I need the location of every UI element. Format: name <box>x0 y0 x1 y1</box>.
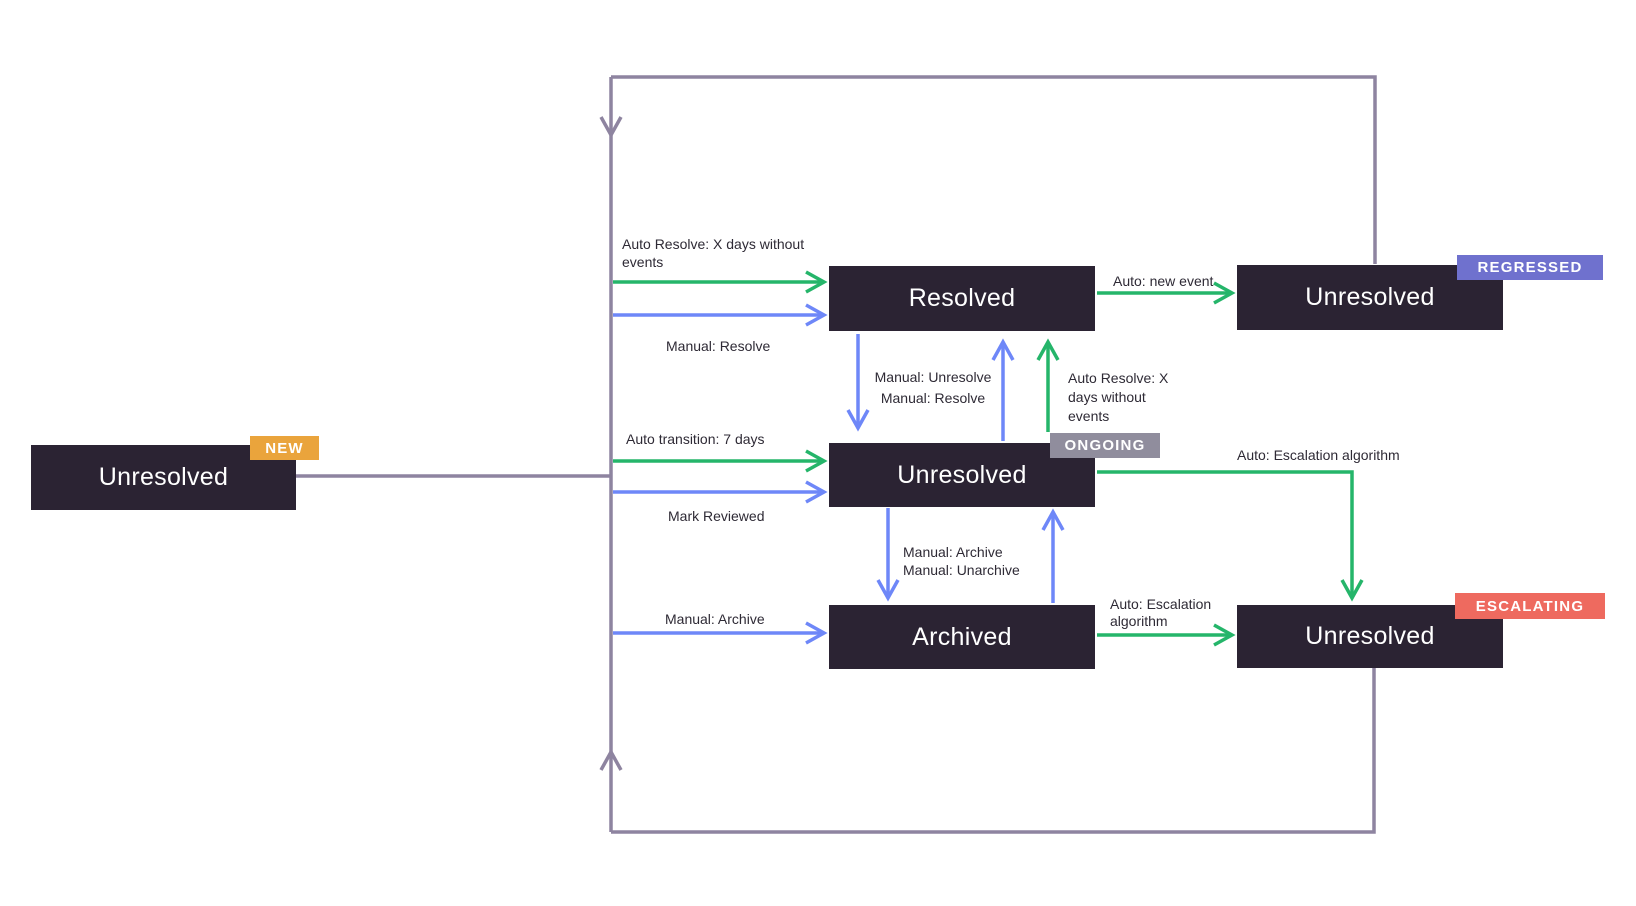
state-resolved-box: Resolved <box>829 266 1095 331</box>
state-archived-box: Archived <box>829 605 1095 669</box>
edge-resolved-to-ongoing-down-arrow-icon <box>846 409 870 432</box>
edge-label-manual-archive-from-bus: Manual: Archive <box>665 611 765 627</box>
edge-label-manual-unresolve-resolve: Manual: Unresolve Manual: Resolve <box>874 369 992 406</box>
badge-ongoing: ONGOING <box>1050 433 1160 458</box>
loop-arrow-up-icon <box>599 748 623 771</box>
state-resolved-label: Resolved <box>908 284 1016 312</box>
edge-label-auto-new-event: Auto: new event <box>1113 273 1214 289</box>
edge-label-manual-archive-unarchive: Manual: Archive Manual: Unarchive <box>903 544 1020 578</box>
edge-bus-to-ongoing-auto-arrow-icon <box>805 449 828 473</box>
edge-bus-to-archived-manual-arrow-icon <box>805 621 828 645</box>
state-escalating-label: Unresolved <box>1305 622 1435 650</box>
edge-bus-to-resolved-manual-arrow-icon <box>805 303 828 327</box>
edge-ongoing-to-resolved-up-arrow-icon <box>991 338 1015 361</box>
state-regressed-label: Unresolved <box>1305 283 1435 311</box>
auto-edges <box>613 270 1364 647</box>
edge-archived-to-ongoing-up-arrow-icon <box>1041 508 1065 531</box>
manual-edges <box>613 303 1065 645</box>
feedback-loop <box>296 75 1377 834</box>
edge-label-auto-resolve-from-ongoing: Auto Resolve: X days without events <box>1068 370 1169 424</box>
badge-regressed: REGRESSED <box>1457 255 1603 280</box>
edge-label-manual-resolve-to-resolved: Manual: Resolve <box>666 338 771 354</box>
badge-new: NEW <box>250 436 319 460</box>
edge-ongoing-to-archived-down-arrow-icon <box>876 579 900 602</box>
state-new-label: Unresolved <box>98 463 229 491</box>
edge-label-auto-transition-7-days: Auto transition: 7 days <box>626 431 765 447</box>
edge-archived-to-escalating-arrow-icon <box>1213 623 1236 647</box>
loop-arrow-down-icon <box>599 116 623 139</box>
edge-resolved-to-regressed-arrow-icon <box>1213 281 1236 305</box>
edge-label-auto-resolve-to-resolved: Auto Resolve: X days without events <box>622 236 805 270</box>
loop-path <box>296 75 1377 834</box>
edge-label-mark-reviewed: Mark Reviewed <box>668 508 765 524</box>
edge-label-auto-escalation-from-ongoing: Auto: Escalation algorithm <box>1237 447 1400 463</box>
edge-bus-to-resolved-auto-arrow-icon <box>805 270 828 294</box>
edge-ongoing-to-resolved-auto-arrow-icon <box>1036 338 1060 361</box>
state-ongoing-label: Unresolved <box>897 460 1027 489</box>
edge-ongoing-to-escalating-arrow-icon <box>1340 579 1364 602</box>
state-archived-label: Archived <box>912 622 1012 651</box>
edge-bus-to-ongoing-manual-arrow-icon <box>805 480 828 504</box>
badge-escalating: ESCALATING <box>1455 593 1605 619</box>
edge-ongoing-to-escalating-line <box>1097 470 1354 596</box>
edge-label-auto-escalation-from-archived: Auto: Escalation algorithm <box>1110 596 1212 629</box>
